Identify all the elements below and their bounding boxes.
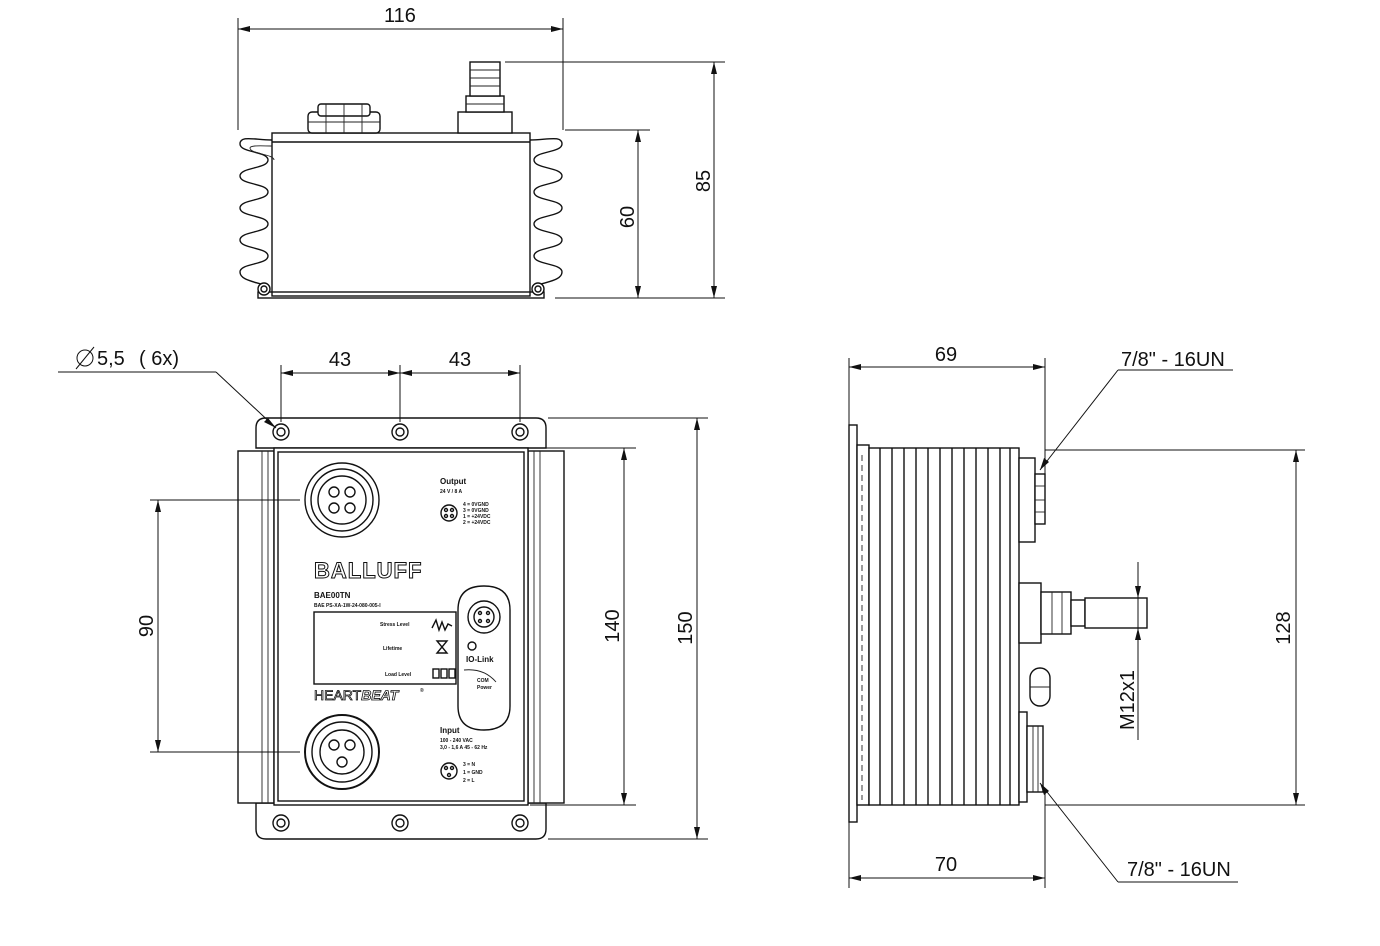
side-view bbox=[848, 424, 1148, 823]
stress-level-label: Stress Level bbox=[380, 622, 410, 628]
side-input-connector bbox=[1018, 711, 1028, 803]
output-pin: 4 = 0VGND bbox=[463, 502, 489, 508]
output-pin: 2 = +24VDC bbox=[463, 520, 491, 526]
dim-hole-pitch-left: 43 bbox=[329, 349, 351, 371]
side-fins bbox=[879, 448, 1011, 805]
input-pin: 1 = GND bbox=[463, 770, 483, 776]
hole-diameter-label: 5,5 bbox=[97, 348, 125, 370]
dim-front-total-height: 150 bbox=[675, 611, 697, 644]
dim-side-bottom-width: 70 bbox=[935, 854, 957, 876]
dim-hole-pitch-right: 43 bbox=[449, 349, 471, 371]
dim-side-height: 128 bbox=[1273, 611, 1295, 644]
top-dimensions: 116 60 85 bbox=[237, 5, 725, 299]
registered-mark-icon: ® bbox=[420, 687, 424, 694]
right-rail bbox=[527, 450, 565, 804]
iolink-logo-icon bbox=[467, 641, 477, 651]
top-view-base-plate bbox=[257, 291, 545, 299]
lifetime-label: Lifetime bbox=[383, 646, 402, 652]
side-fin-body bbox=[868, 447, 1020, 806]
top-view-body bbox=[271, 132, 531, 297]
diameter-symbol-icon bbox=[75, 346, 95, 370]
output-rating: 24 V / 8 A bbox=[440, 489, 462, 495]
input-pinout-icon bbox=[440, 762, 458, 780]
dim-top-body-height: 60 bbox=[617, 206, 639, 228]
dim-front-body-height: 140 bbox=[602, 609, 624, 642]
m12-connector-icon bbox=[457, 61, 513, 134]
output-pin: 1 = +24VDC bbox=[463, 514, 491, 520]
front-view: Output 24 V / 8 A 4 = 0VGND 3 = 0VGND 1 … bbox=[237, 417, 565, 840]
hole-count-label: ( 6x) bbox=[139, 348, 179, 370]
iolink-connector-icon bbox=[467, 600, 501, 634]
input-rating-voltage: 100 - 240 VAC bbox=[440, 738, 473, 744]
model-name: BAE00TN bbox=[314, 591, 351, 600]
input-connector-icon bbox=[304, 714, 380, 790]
screw-icon bbox=[531, 282, 545, 296]
output-title: Output bbox=[440, 477, 467, 486]
cable-gland-icon bbox=[307, 103, 381, 134]
com-label: COM bbox=[477, 678, 489, 684]
input-title: Input bbox=[440, 726, 460, 735]
load-level-label: Load Level bbox=[385, 672, 412, 678]
hourglass-icon bbox=[435, 640, 449, 654]
thread-callout-bottom: 7/8" - 16UN bbox=[1127, 859, 1231, 881]
mounting-hole-icon bbox=[272, 423, 529, 832]
iolink-label: IO-Link bbox=[466, 655, 494, 664]
output-pin: 3 = 0VGND bbox=[463, 508, 489, 514]
part-number: BAE PS-XA-1W-24-080-005-I bbox=[314, 603, 381, 609]
input-rating-current: 3,0 - 1,6 A 45 - 62 Hz bbox=[440, 745, 488, 751]
brand-logo: BALLUFF bbox=[314, 558, 422, 583]
screw-icon bbox=[257, 282, 271, 296]
thread-callout-top: 7/8" - 16UN bbox=[1121, 349, 1225, 371]
iolink-panel bbox=[457, 585, 511, 731]
input-pin: 2 = L bbox=[463, 778, 475, 784]
output-connector-icon bbox=[304, 462, 380, 538]
stress-wave-icon bbox=[431, 618, 453, 633]
dim-front-hole-vertical: 90 bbox=[136, 615, 158, 637]
side-back-plate bbox=[848, 424, 858, 823]
left-rail bbox=[237, 450, 275, 804]
mounting-plate bbox=[255, 417, 547, 449]
display-window bbox=[313, 611, 457, 685]
left-cooling-fins bbox=[239, 137, 273, 287]
right-cooling-fins bbox=[529, 137, 563, 287]
power-label: Power bbox=[477, 685, 492, 691]
dim-top-total-height: 85 bbox=[693, 170, 715, 192]
load-bar-icon bbox=[432, 668, 440, 679]
output-pinout-icon bbox=[440, 504, 458, 522]
input-pin: 3 = N bbox=[463, 762, 475, 768]
dim-top-width: 116 bbox=[384, 5, 416, 27]
top-view bbox=[239, 61, 563, 299]
dim-side-top-width: 69 bbox=[935, 344, 957, 366]
side-dimensions: 69 70 128 M12x1 7/8" - 16UN 7/8" - 16UN bbox=[848, 344, 1305, 888]
heartbeat-logo: HEARTBEAT bbox=[314, 687, 400, 703]
front-dimensions: 43 43 5,5 ( 6x) 90 140 150 bbox=[58, 346, 708, 840]
side-output-connector bbox=[1018, 457, 1036, 543]
dim-side-thread-m12: M12x1 bbox=[1117, 670, 1139, 730]
side-m12-connector-icon bbox=[1018, 582, 1148, 644]
